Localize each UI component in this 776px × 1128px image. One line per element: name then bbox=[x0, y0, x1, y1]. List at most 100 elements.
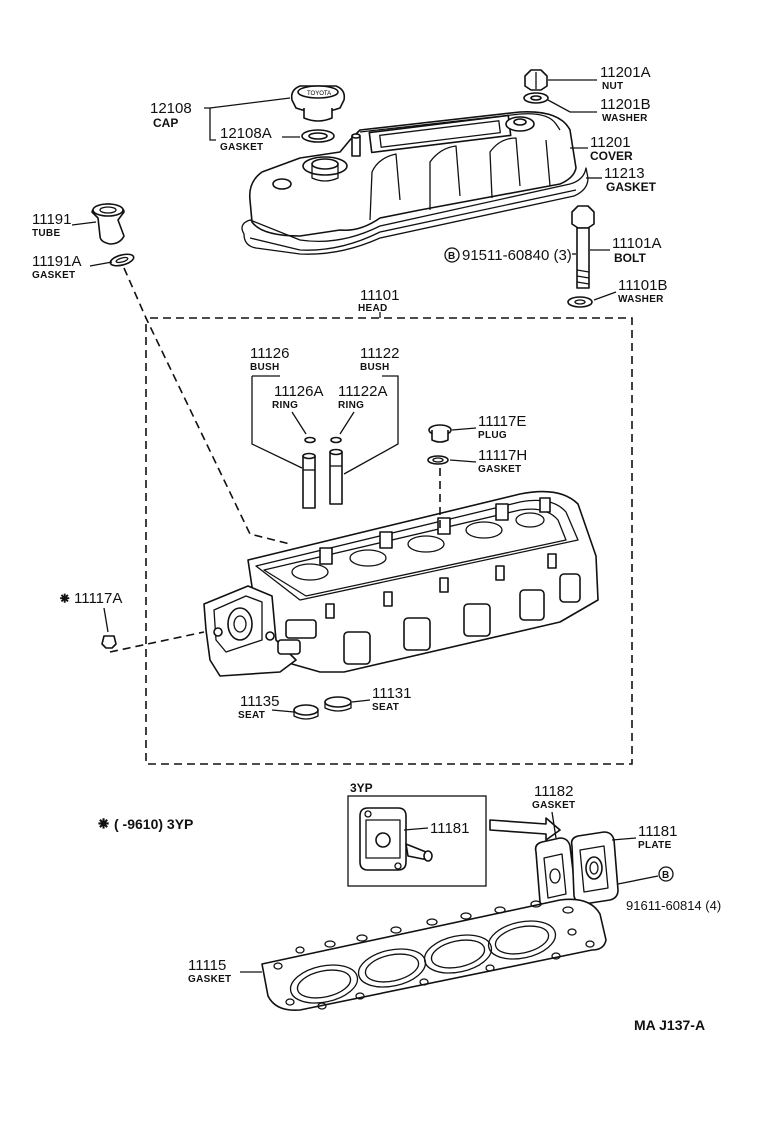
part-name: CAP bbox=[153, 116, 178, 130]
svg-text:11181: 11181 bbox=[638, 823, 678, 840]
svg-text:PLUG: PLUG bbox=[478, 430, 507, 441]
callout-11201: 11201 COVER bbox=[570, 134, 633, 163]
gasket-11191a-part[interactable] bbox=[109, 252, 135, 268]
callout-11201a: 11201A NUT bbox=[548, 64, 651, 92]
svg-text:GASKET: GASKET bbox=[188, 974, 231, 985]
svg-text:11213: 11213 bbox=[604, 165, 645, 182]
svg-text:RING: RING bbox=[338, 400, 364, 411]
svg-text:11101B: 11101B bbox=[618, 277, 668, 294]
ring-11126a-part[interactable] bbox=[304, 436, 316, 444]
dashed-leaders bbox=[109, 267, 441, 653]
head-frame bbox=[145, 312, 633, 765]
part-number: 12108 bbox=[150, 100, 192, 117]
svg-text:PLATE: PLATE bbox=[638, 840, 672, 851]
arrow-to-plate bbox=[489, 817, 561, 841]
svg-text:HEAD: HEAD bbox=[358, 303, 388, 314]
washer-11101b-part[interactable] bbox=[567, 296, 593, 308]
plug-11117e-part[interactable] bbox=[428, 424, 452, 443]
gasket-12108a-part[interactable] bbox=[301, 129, 335, 143]
svg-text:11201B: 11201B bbox=[600, 96, 651, 113]
cap-12108-part[interactable]: TOYOTA bbox=[290, 85, 346, 122]
badge-b: B bbox=[662, 870, 670, 881]
footnote-mark: ⁕ bbox=[96, 814, 111, 834]
tube-11191-part[interactable] bbox=[91, 203, 125, 245]
callout-11213: 11213 GASKET bbox=[586, 165, 657, 194]
svg-text:SEAT: SEAT bbox=[238, 710, 265, 721]
svg-text:NUT: NUT bbox=[602, 81, 623, 92]
cylinder-head-11101-part[interactable] bbox=[203, 490, 599, 677]
bolt-11101a-part[interactable] bbox=[571, 205, 595, 289]
svg-text:TOYOTA: TOYOTA bbox=[307, 91, 331, 97]
callout-11135: 11135 SEAT bbox=[238, 693, 295, 721]
footnote-text: ( -9610) 3YP bbox=[114, 816, 193, 832]
svg-text:11122: 11122 bbox=[360, 345, 400, 362]
callout-11122a: 11122A RING bbox=[338, 383, 388, 435]
gasket-11117h-part[interactable] bbox=[427, 455, 449, 465]
nut-11201a-part[interactable] bbox=[524, 69, 548, 91]
gasket-11213-part[interactable] bbox=[241, 167, 589, 255]
callout-11117e: 11117E PLUG bbox=[451, 413, 526, 441]
svg-text:11181: 11181 bbox=[430, 820, 470, 837]
svg-text:11126A: 11126A bbox=[274, 383, 324, 400]
svg-text:11117H: 11117H bbox=[478, 447, 527, 464]
callout-11181-inset: 11181 bbox=[403, 820, 470, 837]
svg-text:GASKET: GASKET bbox=[532, 800, 575, 811]
badge-b: B bbox=[448, 251, 456, 262]
svg-text:GASKET: GASKET bbox=[220, 142, 263, 153]
callout-91611: B 91611-60814 (4) bbox=[617, 866, 721, 913]
callout-11101b: 11101B WASHER bbox=[593, 277, 668, 305]
svg-text:BOLT: BOLT bbox=[614, 251, 646, 265]
svg-text:11117E: 11117E bbox=[478, 413, 526, 430]
svg-text:12108A: 12108A bbox=[220, 125, 272, 142]
callout-11191: 11191 TUBE bbox=[32, 211, 97, 239]
svg-text:11201A: 11201A bbox=[600, 64, 651, 81]
svg-text:11135: 11135 bbox=[240, 693, 280, 710]
svg-text:91511-60840 (3): 91511-60840 (3) bbox=[462, 247, 572, 264]
callout-11126: 11126 BUSH bbox=[250, 345, 303, 469]
washer-11201b-part[interactable] bbox=[523, 92, 549, 104]
head-gasket-11115-part[interactable] bbox=[261, 898, 607, 1012]
svg-text:GASKET: GASKET bbox=[32, 270, 75, 281]
plate-11181-inset-part[interactable] bbox=[359, 807, 433, 871]
inset-3yp: 3YP bbox=[347, 781, 487, 887]
plug-11117a-part[interactable] bbox=[101, 635, 117, 649]
seat-11131-part[interactable] bbox=[324, 696, 352, 712]
svg-text:WASHER: WASHER bbox=[618, 294, 664, 305]
svg-text:TUBE: TUBE bbox=[32, 228, 60, 239]
svg-text:BUSH: BUSH bbox=[250, 362, 280, 373]
callout-11115: 11115 GASKET bbox=[188, 957, 262, 985]
bush-11122-part[interactable] bbox=[329, 448, 343, 505]
svg-text:COVER: COVER bbox=[590, 149, 633, 163]
svg-text:11131: 11131 bbox=[372, 685, 412, 702]
figure-code: MA J137-A bbox=[634, 1017, 705, 1033]
callout-12108a: 12108A GASKET bbox=[220, 125, 300, 153]
callout-11191a: 11191A GASKET bbox=[32, 253, 113, 281]
callout-11117a: ⁕ 11117A bbox=[58, 590, 122, 633]
footnote: ⁕ ( -9610) 3YP bbox=[96, 814, 193, 834]
svg-text:BUSH: BUSH bbox=[360, 362, 390, 373]
svg-text:11115: 11115 bbox=[188, 957, 226, 974]
svg-text:GASKET: GASKET bbox=[606, 180, 657, 194]
bush-11126-part[interactable] bbox=[302, 452, 316, 509]
svg-text:11117A: 11117A bbox=[74, 590, 122, 607]
callout-11117h: 11117H GASKET bbox=[449, 447, 527, 475]
svg-text:WASHER: WASHER bbox=[602, 113, 648, 124]
svg-text:RING: RING bbox=[272, 400, 298, 411]
callout-11101a: 11101A BOLT bbox=[590, 235, 662, 265]
svg-text:91611-60814 (4): 91611-60814 (4) bbox=[626, 898, 721, 913]
seat-11135-part[interactable] bbox=[293, 704, 319, 720]
callout-11122: 11122 BUSH bbox=[343, 345, 400, 475]
cylinder-head-cover-11201-part[interactable] bbox=[248, 111, 577, 237]
ring-11122a-part[interactable] bbox=[330, 436, 342, 444]
svg-text:11101A: 11101A bbox=[612, 235, 662, 252]
svg-text:11122A: 11122A bbox=[338, 383, 388, 400]
callout-11131: 11131 SEAT bbox=[351, 685, 412, 713]
callout-11181: 11181 PLATE bbox=[611, 823, 678, 851]
svg-text:11101: 11101 bbox=[360, 287, 400, 304]
plate-11181-part[interactable] bbox=[570, 831, 619, 905]
svg-text:SEAT: SEAT bbox=[372, 702, 399, 713]
svg-text:11191A: 11191A bbox=[32, 253, 82, 270]
asterisk-mark: ⁕ bbox=[58, 591, 71, 608]
svg-text:11191: 11191 bbox=[32, 211, 72, 228]
